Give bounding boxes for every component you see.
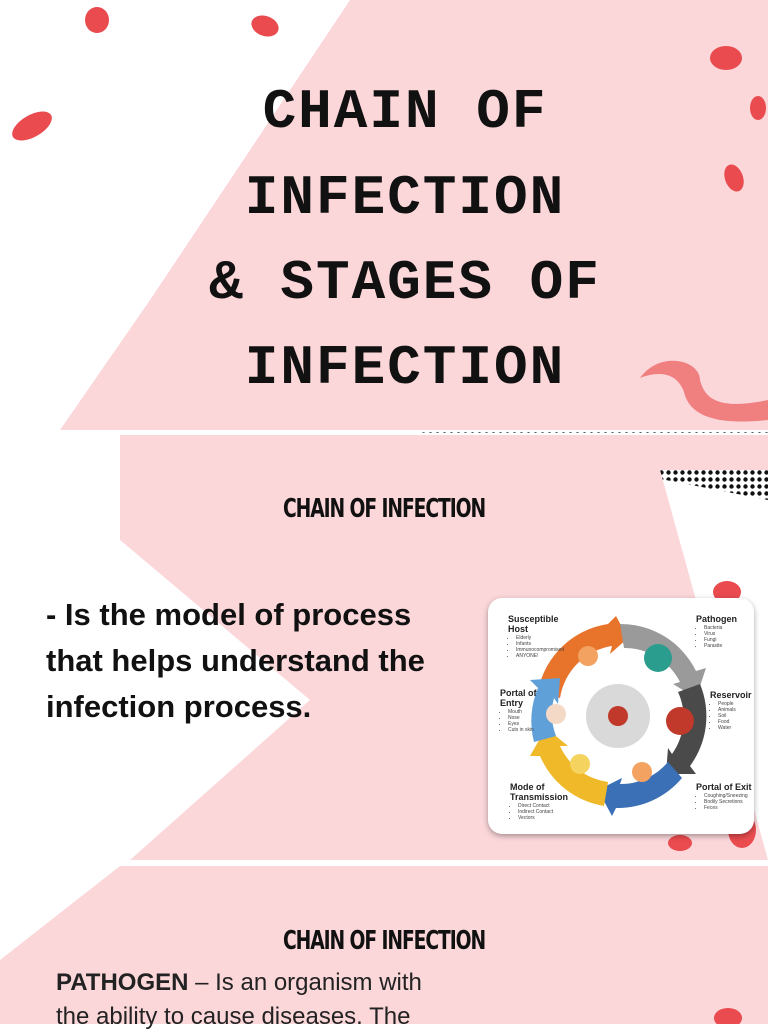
definition-line: - Is the model of process (46, 597, 412, 632)
face-icon (546, 704, 566, 724)
stage-mode-of-transmission: Mode of Transmission Direct Contact Indi… (510, 782, 580, 821)
pink-shape-top (60, 0, 768, 430)
definition-line: that helps understand the (46, 643, 425, 678)
stage-label: Reservoir (710, 690, 752, 700)
segment-mode-of-transmission (530, 728, 608, 806)
title-line-1: CHAIN OF (262, 80, 548, 144)
red-cell-decoration (724, 164, 744, 192)
stage-item: Cuts in skin (508, 727, 540, 733)
stage-label: Susceptible Host (508, 614, 559, 634)
pink-shape-bottom (0, 866, 768, 1024)
title-line-2: INFECTION (244, 166, 566, 230)
definition-line: infection process. (46, 689, 312, 724)
red-cell-decoration (251, 15, 279, 37)
pathogen-text: – Is an organism with (188, 969, 422, 996)
section-heading: CHAIN OF INFECTION (282, 494, 486, 524)
chain-cycle-graphic (530, 616, 707, 816)
stage-item: Food (718, 719, 754, 725)
stage-item: Mouth (508, 709, 540, 715)
stage-portal-of-exit: Portal of Exit Coughing/Sneezing Bodily … (696, 782, 752, 811)
center-germ-icon (608, 706, 628, 726)
hand-icon (570, 754, 590, 774)
stage-label: Mode of Transmission (510, 782, 569, 802)
red-cell-decoration (710, 46, 742, 70)
stage-item: Virus (704, 631, 750, 637)
person-icon (632, 762, 652, 782)
stage-item: Elderly (516, 635, 570, 641)
red-cell-decoration (85, 7, 109, 33)
stage-item: Immunocompromised (516, 647, 570, 653)
stage-item: ANYONE! (516, 653, 570, 659)
red-cell-decoration (714, 1008, 742, 1024)
red-cell-decoration (713, 581, 741, 603)
pathogen-term: PATHOGEN (56, 969, 189, 996)
pathogen-virus-icon (644, 644, 672, 672)
reservoir-lungs-icon (666, 707, 694, 735)
stage-label: Portal of Exit (696, 782, 752, 792)
chain-of-infection-diagram: Susceptible Host Elderly Infants Immunoc… (488, 598, 754, 834)
segment-portal-of-entry (530, 678, 560, 742)
stage-item: Fungi (704, 637, 750, 643)
stage-item: Infants (516, 641, 570, 647)
stage-item: Coughing/Sneezing (704, 793, 752, 799)
segment-portal-of-exit (598, 762, 682, 816)
stage-portal-of-entry: Portal of Entry Mouth Nose Eyes Cuts in … (500, 688, 540, 733)
stage-susceptible-host: Susceptible Host Elderly Infants Immunoc… (508, 614, 570, 659)
stage-item: Indirect Contact (518, 809, 580, 815)
stage-item: Vectors (518, 815, 580, 821)
section-heading: CHAIN OF INFECTION (282, 926, 486, 956)
stage-pathogen: Pathogen Bacteria Virus Fungi Parasite (696, 614, 750, 649)
stage-item: Bodily Secretions (704, 799, 752, 805)
pathogen-line: the ability to cause diseases. The (56, 1003, 411, 1030)
stage-item: Bacteria (704, 625, 750, 631)
stage-item: Eyes (508, 721, 540, 727)
stage-item: Feces (704, 805, 752, 811)
stage-item: Nose (508, 715, 540, 721)
stage-item: Direct Contact (518, 803, 580, 809)
title-line-3: & STAGES OF (209, 251, 601, 315)
stage-item: People (718, 701, 754, 707)
stage-item: Animals (718, 707, 754, 713)
red-cell-decoration (668, 835, 692, 851)
sick-person-icon (578, 646, 598, 666)
stage-reservoir: Reservoir People Animals Soil Food Water (710, 690, 754, 731)
stage-label: Pathogen (696, 614, 738, 624)
red-cell-decoration (12, 111, 52, 141)
title-line-4: INFECTION (244, 336, 566, 400)
blood-strand-decoration (640, 360, 768, 422)
stage-item: Water (718, 725, 754, 731)
pathogen-line: PATHOGEN – Is an organism with (56, 966, 496, 1000)
red-cell-decoration (750, 96, 766, 120)
stage-label: Portal of Entry (500, 688, 537, 708)
stage-item: Soil (718, 713, 754, 719)
stage-item: Parasite (704, 643, 750, 649)
definition-text: - Is the model of process that helps und… (46, 592, 496, 730)
